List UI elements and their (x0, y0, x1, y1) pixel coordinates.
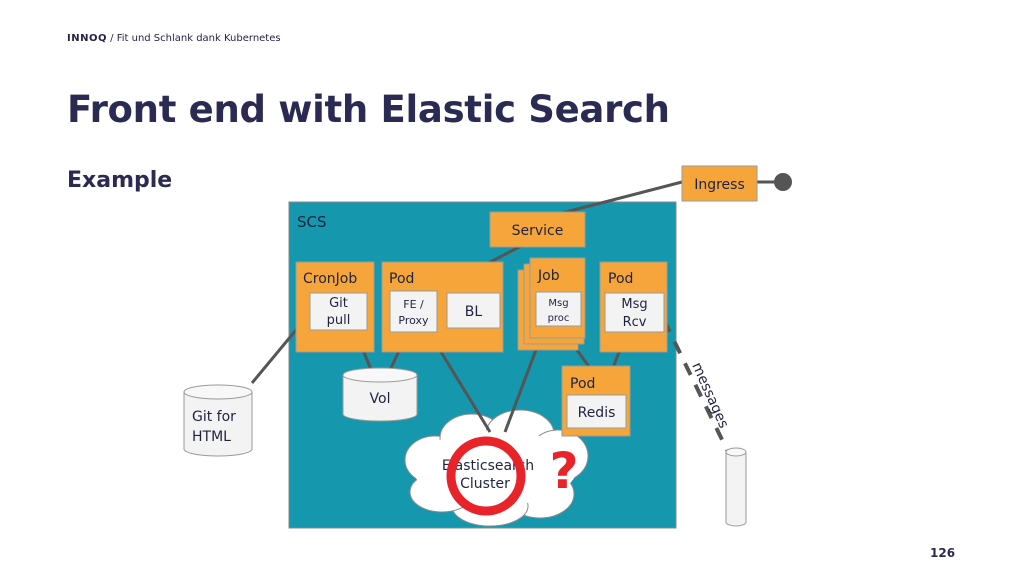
pod-msg-label: Pod (608, 271, 633, 287)
service-box (489, 211, 586, 248)
msg-rcv-line2: Rcv (623, 315, 647, 330)
redis-box (566, 394, 627, 429)
scs-label: SCS (297, 213, 327, 231)
messages-label: messages (688, 360, 731, 431)
elasticsearch-line2: Cluster (460, 476, 510, 492)
highlight-ring (446, 436, 526, 516)
page-subtitle: Example (67, 168, 173, 193)
question-mark-icon: ? (549, 442, 578, 500)
msg-proc-line1: Msg (548, 298, 568, 309)
ingress-box (681, 165, 758, 202)
service-label: Service (512, 223, 564, 239)
git-pull-box (309, 292, 368, 331)
header: INNOQ / Fit und Schlank dank Kubernetes (67, 33, 281, 44)
git-pull-line2: pull (327, 313, 351, 328)
git-pull-line1: Git (329, 296, 348, 311)
header-separator: / (106, 33, 117, 44)
dashed-messages-line (662, 319, 730, 453)
elasticsearch-line1: Elasticsearch (442, 458, 534, 474)
git-store-line2: HTML (192, 429, 231, 445)
vol-cylinder (342, 367, 418, 422)
fe-proxy-line1: FE / (403, 298, 424, 311)
git-store-line1: Git for (192, 409, 236, 425)
git-store-cylinder (183, 384, 253, 457)
page-title: Front end with Elastic Search (67, 88, 670, 131)
page-number: 126 (930, 546, 956, 560)
cronjob-label: CronJob (303, 271, 357, 287)
msg-proc-box (535, 291, 582, 327)
msg-proc-line2: proc (548, 313, 570, 324)
pod-redis-label: Pod (570, 376, 595, 392)
msg-rcv-line1: Msg (621, 297, 647, 312)
bl-box (446, 292, 501, 329)
pod-fe-label: Pod (389, 271, 414, 287)
fe-proxy-line2: Proxy (398, 314, 429, 327)
brand-logo: INNOQ (67, 33, 107, 44)
msg-rcv-box (604, 292, 665, 333)
job-label: Job (537, 268, 560, 284)
ingress-label: Ingress (694, 177, 745, 193)
deck-title: Fit und Schlank dank Kubernetes (116, 33, 281, 44)
fe-proxy-box (389, 290, 438, 333)
message-queue-cylinder (725, 447, 747, 527)
ingress-endpoint (774, 173, 792, 191)
vol-label: Vol (370, 391, 391, 407)
bl-label: BL (465, 304, 483, 320)
redis-label: Redis (578, 405, 616, 421)
